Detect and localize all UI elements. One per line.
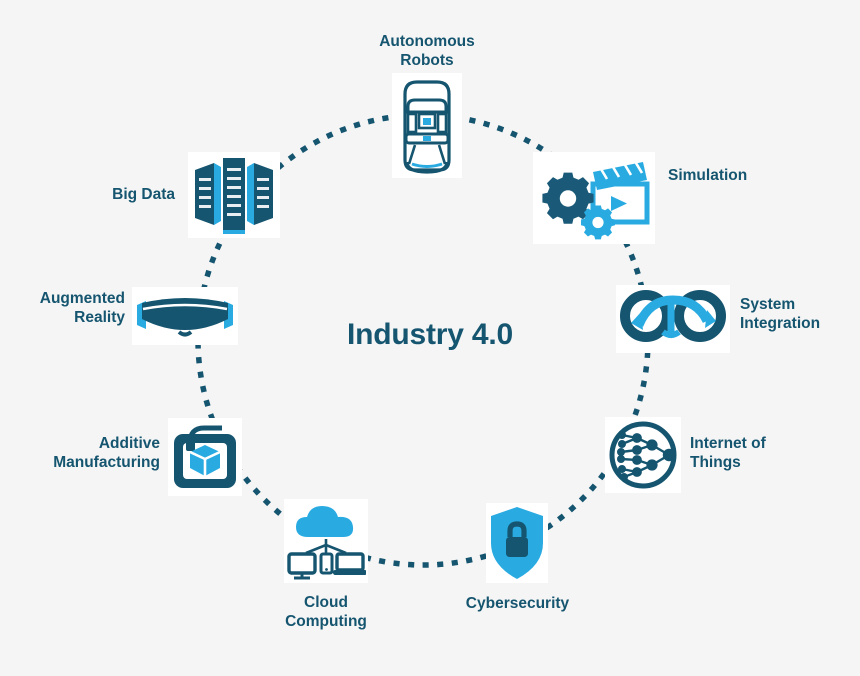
diagram-center-title: Industry 4.0 (347, 318, 513, 351)
server-racks-icon[interactable] (188, 152, 280, 238)
autonomous-robot-icon[interactable] (392, 73, 462, 178)
node-label-cybersecurity: Cybersecurity (465, 595, 570, 612)
node-label-cloud-computing: Cloud Computing (285, 594, 367, 630)
iot-network-icon[interactable] (605, 417, 681, 493)
cloud-devices-icon[interactable] (284, 499, 368, 583)
node-label-big-data: Big Data (112, 186, 175, 203)
node-label-simulation: Simulation (668, 167, 748, 184)
ar-headset-icon[interactable] (132, 287, 238, 345)
node-label-additive-manufacturing: Additive Manufacturing (53, 435, 160, 471)
3d-printer-icon[interactable] (168, 418, 242, 496)
node-label-autonomous-robots: Autonomous Robots (379, 33, 475, 69)
node-label-internet-of-things: Internet of Things (690, 435, 766, 471)
gears-clapperboard-icon[interactable] (533, 152, 655, 244)
node-label-system-integration: System Integration (740, 296, 821, 332)
shield-lock-icon[interactable] (486, 503, 548, 583)
integration-arrows-icon[interactable] (616, 285, 730, 353)
node-label-augmented-reality: Augmented Reality (39, 290, 125, 326)
